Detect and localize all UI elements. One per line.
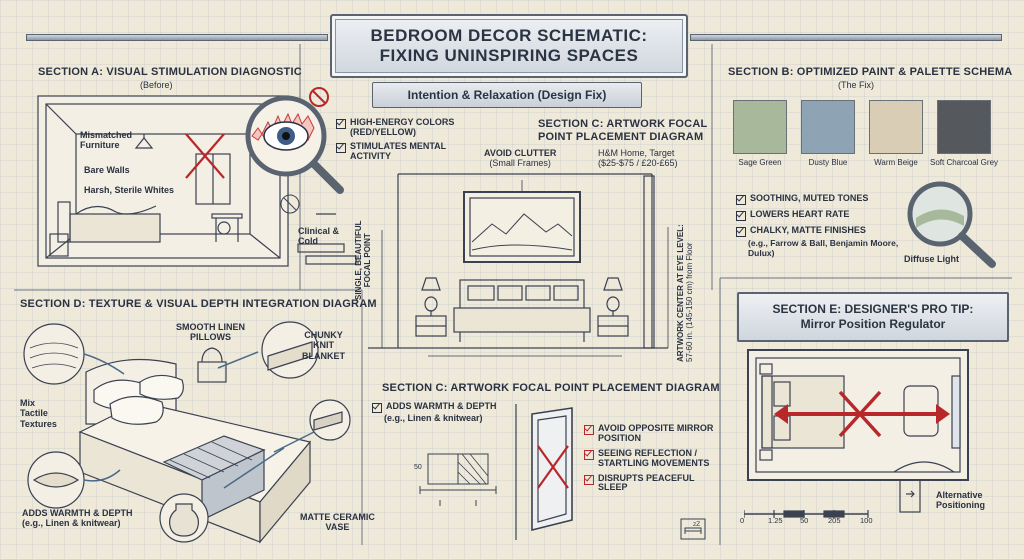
section-b-header: Section B: Optimized Paint & Palette Sch… <box>728 66 1013 78</box>
label-bare-walls: Bare Walls <box>84 165 130 175</box>
section-a-sub: (Before) <box>140 80 173 90</box>
section-c-top-header: Section C: Artwork Focal Point Placement… <box>538 118 708 144</box>
section-a-header: Section A: Visual Stimulation Diagnostic <box>38 66 302 78</box>
swatch-color <box>937 100 991 154</box>
checkbox-checked-icon <box>372 403 382 413</box>
checkbox-checked-icon <box>736 227 746 237</box>
checkbox-red-icon <box>584 449 594 460</box>
scale-tick: 205 <box>828 516 841 525</box>
section-c-bottom-header: Section C: Artwork Focal Point Placement… <box>382 382 720 394</box>
paint-brands: (e.g., Farrow & Ball, Benjamin Moore, Du… <box>748 238 899 258</box>
swatch-color <box>801 100 855 154</box>
diffuse-light-label: Diffuse Light <box>904 254 959 264</box>
single-focal-label: Single, Beautiful Focal Point <box>354 220 373 300</box>
sleep-bed-icon: zZ <box>680 518 706 540</box>
checklist-item: Lowers Heart Rate <box>736 209 906 221</box>
checklist-item: Avoid Opposite Mirror Position <box>584 423 720 444</box>
prohibited-icon <box>309 87 329 107</box>
label-harsh-whites: Harsh, Sterile Whites <box>84 185 175 195</box>
svg-text:zZ: zZ <box>693 521 700 528</box>
swatch-item: Dusty Blue <box>800 100 856 167</box>
scale-tick: 0 <box>740 516 745 525</box>
checkbox-checked-icon <box>736 211 746 221</box>
mirror-checklist: Avoid Opposite Mirror Position Seeing Re… <box>584 423 720 494</box>
before-room-drawing <box>37 95 357 267</box>
curtain-rail-left <box>26 34 328 41</box>
section-b-sub: (The Fix) <box>838 80 874 90</box>
checklist-item: Stimulates Mental Activity <box>336 141 456 162</box>
swatch-color <box>869 100 923 154</box>
title-line-1: Bedroom Decor Schematic: <box>370 25 648 45</box>
section-a-checklist: High-Energy Colors (Red/Yellow) Stimulat… <box>336 117 456 162</box>
checklist-item: Chalky, Matte Finishes <box>736 225 906 237</box>
matte-vase-label: Matte Ceramic Vase <box>300 512 375 533</box>
smooth-linen-label: Smooth Linen Pillows <box>176 322 245 343</box>
eye-level-label: Artwork Center at Eye Level: 57-60 in. (… <box>676 224 695 362</box>
section-e-plate: Section E: Designer's Pro Tip: Mirror Po… <box>737 292 1009 342</box>
title-line-2: Fixing Uninspiring Spaces <box>379 46 639 65</box>
texture-bed-drawing <box>23 321 351 544</box>
chunky-knit-label: Chunky Knit Blanket <box>302 330 345 361</box>
checkbox-checked-icon <box>736 195 746 205</box>
mix-textures-label: Mix Tactile Textures <box>20 398 57 429</box>
swatch-item: Warm Beige <box>868 100 924 167</box>
curtain-rail-right <box>690 34 1002 41</box>
checklist-item: Disrupts Peaceful Sleep <box>584 473 720 494</box>
diffuse-light-magnifier-icon <box>907 181 996 268</box>
title-plate: Bedroom Decor Schematic: Fixing Uninspir… <box>330 14 688 78</box>
label-clinical-cold: Clinical & Cold <box>298 226 340 247</box>
dimension-value: 50 <box>414 464 422 471</box>
mirror-drawing <box>515 404 573 540</box>
checklist-item: High-Energy Colors (Red/Yellow) <box>336 117 456 138</box>
intention-plate: Intention & Relaxation (Design Fix) <box>372 82 642 108</box>
checkbox-checked-icon <box>336 119 346 129</box>
mirror-regulator-floorplan <box>744 349 969 518</box>
checkbox-red-icon <box>584 425 594 435</box>
scale-tick: 1.25 <box>768 516 783 525</box>
intention-text: Intention & Relaxation (Design Fix) <box>407 88 607 102</box>
swatch-item: Sage Green <box>732 100 788 167</box>
swatch-color <box>733 100 787 154</box>
scale-tick: 100 <box>860 516 873 525</box>
section-d-header: Section D: Texture & Visual Depth Integr… <box>20 298 377 310</box>
checkbox-red-icon <box>584 474 594 485</box>
swatch-item: Soft Charcoal Grey <box>930 100 998 167</box>
texture-dimension-drawing <box>419 453 497 506</box>
avoid-clutter-label: Avoid Clutter (Small Frames) <box>484 148 557 169</box>
adds-warmth-label-left: Adds Warmth & Depth (e.g., Linen & knitw… <box>22 508 133 529</box>
checklist-item: Seeing Reflection / Startling Movements <box>584 448 720 469</box>
palette-swatches: Sage Green Dusty Blue Warm Beige Soft Ch… <box>732 100 998 167</box>
checkbox-checked-icon <box>336 142 346 153</box>
alternative-positioning-label: Alternative Positioning <box>936 490 985 511</box>
label-mismatched-furniture: Mismatched Furniture <box>80 130 133 151</box>
eye-magnifier-icon <box>245 95 344 194</box>
section-b-checklist: Soothing, Muted Tones Lowers Heart Rate … <box>736 193 906 259</box>
checklist-item: Soothing, Muted Tones <box>736 193 906 205</box>
adds-warmth-check: Adds Warmth & Depth (e.g., Linen & knitw… <box>372 401 512 423</box>
focal-bedroom-drawing <box>368 173 669 357</box>
shops-label: H&M Home, Target ($25-$75 / £20-£65) <box>598 148 678 169</box>
scale-tick: 50 <box>800 516 809 525</box>
